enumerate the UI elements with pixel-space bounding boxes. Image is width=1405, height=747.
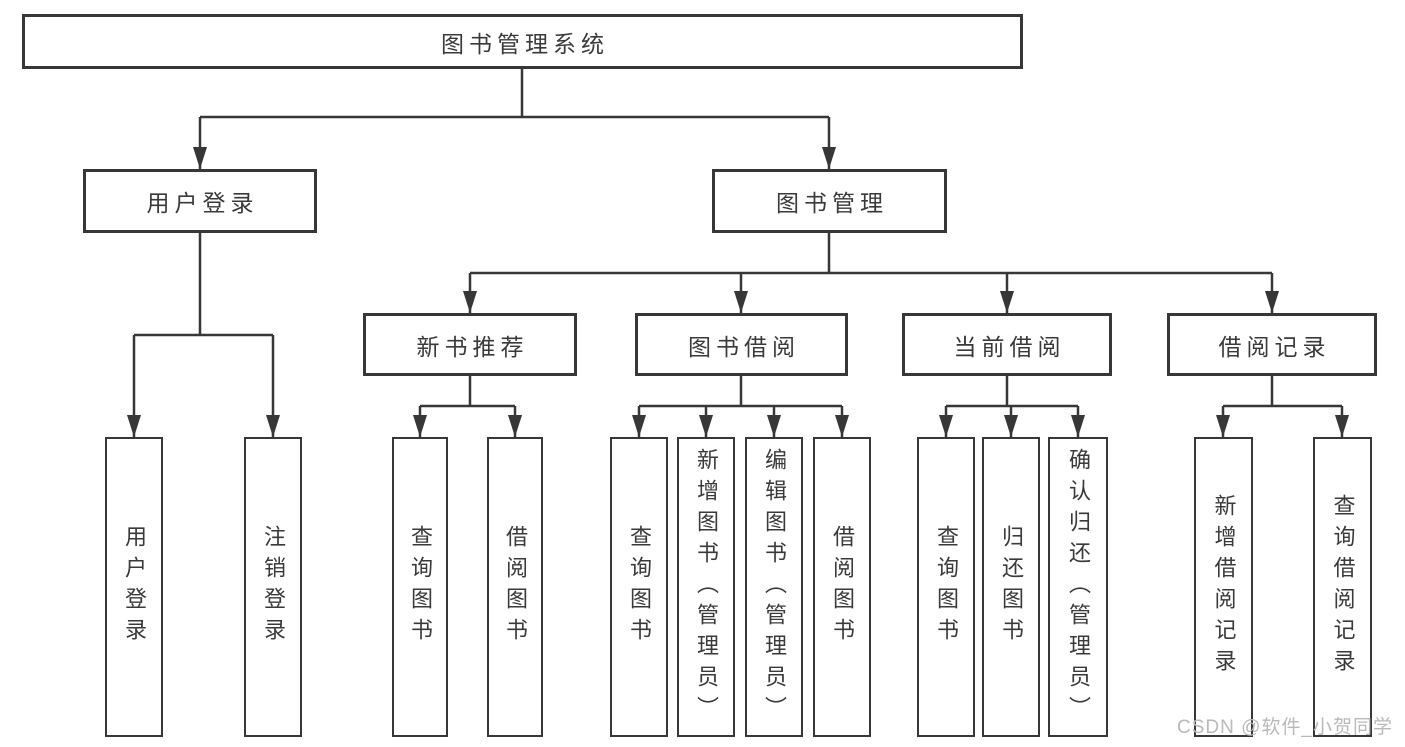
leaf-add-books-admin-label: 新增图书（管理员） [694, 447, 719, 727]
leaf-add-borrow-record-label: 新增借阅记录 [1211, 494, 1237, 680]
watermark: CSDN @软件_小贺同学 [1177, 717, 1393, 738]
node-borrowing-records: 借阅记录 [1167, 313, 1377, 376]
leaf-user-login-label: 用户登录 [122, 525, 147, 649]
node-root-label: 图书管理系统 [441, 30, 609, 57]
node-current-borrowing: 当前借阅 [902, 313, 1112, 376]
leaf-query-books-current: 查询图书 [917, 437, 975, 737]
leaf-query-books-recommend-label: 查询图书 [408, 525, 433, 649]
connector-trunks [134, 69, 1342, 408]
node-user-login: 用户登录 [83, 169, 317, 233]
node-borrowing-records-label: 借阅记录 [1218, 333, 1331, 360]
leaf-confirm-return-admin: 确认归还（管理员） [1048, 437, 1108, 737]
node-root: 图书管理系统 [22, 14, 1023, 69]
node-current-borrowing-label: 当前借阅 [953, 333, 1066, 360]
node-book-management: 图书管理 [712, 169, 947, 233]
node-book-borrowing-label: 图书借阅 [688, 333, 800, 360]
leaf-confirm-return-admin-label: 确认归还（管理员） [1066, 447, 1091, 727]
leaf-add-borrow-record: 新增借阅记录 [1194, 437, 1253, 737]
leaf-logout-label: 注销登录 [261, 525, 286, 649]
leaf-return-books: 归还图书 [982, 437, 1040, 737]
node-book-borrowing: 图书借阅 [635, 313, 848, 376]
leaf-query-books-borrowing-label: 查询图书 [627, 525, 652, 649]
leaf-edit-books-admin: 编辑图书（管理员） [745, 437, 803, 737]
leaf-edit-books-admin-label: 编辑图书（管理员） [762, 447, 787, 727]
leaf-query-borrow-record: 查询借阅记录 [1313, 437, 1372, 737]
leaf-query-books-recommend: 查询图书 [392, 437, 448, 737]
leaf-query-borrow-record-label: 查询借阅记录 [1330, 494, 1356, 680]
leaf-borrow-books-recommend-label: 借阅图书 [503, 525, 528, 649]
node-user-login-label: 用户登录 [146, 190, 259, 216]
leaf-add-books-admin: 新增图书（管理员） [677, 437, 735, 737]
node-new-book-recommend-label: 新书推荐 [416, 333, 529, 360]
node-book-management-label: 图书管理 [776, 190, 888, 216]
node-new-book-recommend: 新书推荐 [363, 313, 577, 376]
leaf-borrow-books-borrowing-label: 借阅图书 [830, 525, 855, 649]
leaf-borrow-books-recommend: 借阅图书 [487, 437, 543, 737]
leaf-query-books-current-label: 查询图书 [934, 525, 959, 649]
leaf-user-login: 用户登录 [105, 437, 163, 737]
leaf-query-books-borrowing: 查询图书 [610, 437, 668, 737]
leaf-borrow-books-borrowing: 借阅图书 [813, 437, 871, 737]
leaf-logout: 注销登录 [244, 437, 302, 737]
leaf-return-books-label: 归还图书 [999, 525, 1024, 649]
